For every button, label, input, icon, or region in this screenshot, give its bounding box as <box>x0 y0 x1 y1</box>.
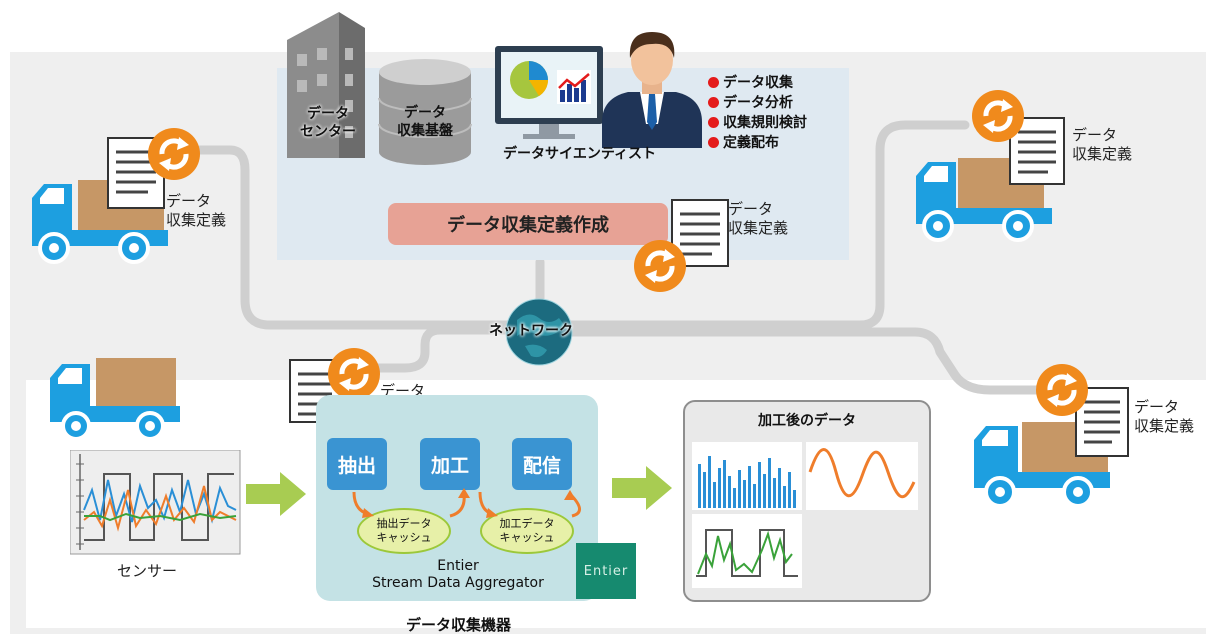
data-scientist-label: データサイエンティスト <box>503 146 657 162</box>
bullet-icon <box>708 76 719 88</box>
cache-arrows <box>352 488 581 518</box>
task-item: データ分析 <box>708 92 807 112</box>
wave-chart-icon <box>808 448 916 498</box>
globe-icon <box>505 298 573 366</box>
device-label: データ収集機器 <box>406 616 512 634</box>
building-icon <box>287 12 365 158</box>
stage-extract: 抽出 <box>327 438 387 490</box>
step-chart-icon <box>696 529 798 577</box>
task-item: 定義配布 <box>708 132 807 152</box>
step-chart-thumbnail <box>692 514 802 588</box>
data-scientist-icon <box>602 32 702 148</box>
monitor-icon <box>495 46 603 139</box>
database-icon <box>378 59 472 165</box>
processed-data-title: 加工後のデータ <box>758 413 856 429</box>
definition-label-center: データ収集定義 <box>728 200 789 237</box>
definition-label-bottom-right: データ収集定義 <box>1134 398 1195 435</box>
network-label: ネットワーク <box>489 323 573 339</box>
task-item: 収集規則検討 <box>708 112 807 132</box>
entier-logo: Entier <box>576 543 636 599</box>
flow-arrow-icon <box>612 466 672 510</box>
truck-icon <box>50 358 180 441</box>
sine-chart-thumbnail <box>806 442 918 510</box>
definition-label-left: データ収集定義 <box>166 192 227 229</box>
flow-arrow-icon <box>246 472 306 516</box>
definition-document-icon <box>634 199 729 292</box>
truck-icon <box>32 128 200 264</box>
stage-process: 加工 <box>420 438 480 490</box>
sensor-label: センサー <box>117 562 178 580</box>
bullet-icon <box>708 96 719 108</box>
stage-deliver: 配信 <box>512 438 572 490</box>
data-center-label: データセンター <box>300 106 356 140</box>
bullet-icon <box>708 136 719 148</box>
entier-aggregator-panel <box>316 395 598 601</box>
truck-icon <box>974 364 1129 508</box>
task-item: データ収集 <box>708 72 807 92</box>
bullet-icon <box>708 116 719 128</box>
sensor-chart-icon <box>70 450 241 555</box>
create-definition-bar: データ収集定義作成 <box>388 203 668 245</box>
bar-chart-icon <box>698 456 796 508</box>
definition-label-top-right: データ収集定義 <box>1072 126 1133 163</box>
platform-label: データ収集基盤 <box>397 105 453 139</box>
task-list: データ収集 データ分析 収集規則検討 定義配布 <box>708 72 807 152</box>
truck-icon <box>916 90 1065 242</box>
bar-chart-thumbnail <box>692 442 802 510</box>
